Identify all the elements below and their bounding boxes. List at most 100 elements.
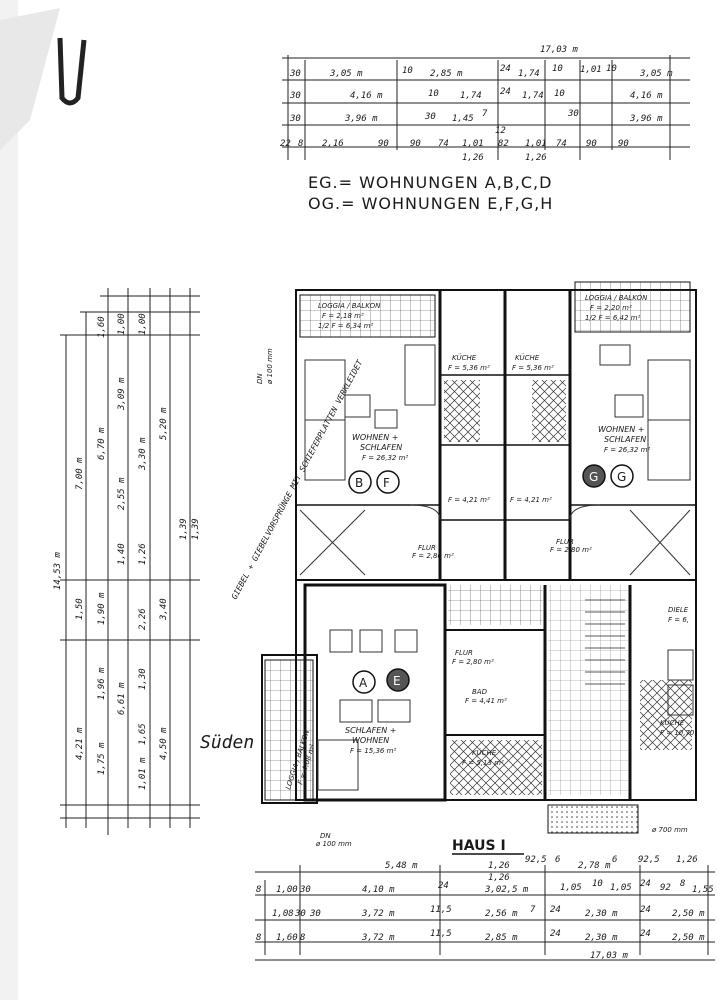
room-flur-1-area: F = 2,80 m² — [412, 552, 454, 560]
svg-text:1,26: 1,26 — [676, 855, 698, 865]
svg-text:30: 30 — [567, 109, 579, 119]
room-kueche-4: KÜCHE — [660, 718, 685, 727]
svg-text:1,01: 1,01 — [525, 139, 547, 149]
room-loggia-left-area2: 1/2 F = 6,34 m² — [318, 322, 373, 330]
svg-text:2,26: 2,26 — [138, 608, 148, 630]
page-curl — [0, 8, 60, 150]
room-wohnen-right-area: F = 26,32 m² — [604, 446, 650, 454]
svg-text:1,65: 1,65 — [138, 723, 148, 745]
svg-text:6: 6 — [555, 855, 560, 865]
paper-clip-icon — [57, 37, 87, 106]
svg-text:1,08: 1,08 — [272, 909, 294, 919]
dim-top-row4: 22 8 2,16 90 90 74 1,01 82 1,01 74 90 90… — [280, 139, 629, 163]
svg-text:1,30: 1,30 — [138, 668, 148, 690]
svg-text:10: 10 — [554, 89, 565, 99]
svg-text:74: 74 — [438, 139, 449, 149]
svg-text:8: 8 — [256, 885, 261, 895]
svg-text:30: 30 — [289, 91, 301, 101]
svg-text:4,21 m: 4,21 m — [75, 727, 85, 760]
svg-text:1,26: 1,26 — [488, 861, 510, 871]
room-loggia-right-area1: F = 2,20 m² — [590, 304, 632, 312]
dim-left-overall: 14,53 m — [53, 551, 63, 590]
dim-top-row1: 30 3,05 m 10 2,85 m 24 1,74 10 1,01 10 3… — [289, 64, 673, 79]
svg-text:1,40: 1,40 — [117, 543, 127, 565]
svg-text:7: 7 — [530, 905, 536, 915]
dn-bottom-right-value: ø 700 mm — [651, 826, 688, 834]
svg-text:2,55 m: 2,55 m — [117, 477, 127, 510]
svg-text:30: 30 — [289, 69, 301, 79]
svg-text:2,56 m: 2,56 m — [485, 909, 518, 919]
svg-text:1,01: 1,01 — [462, 139, 484, 149]
dim-top-row3: 30 3,96 m 30 1,45 7 12 30 3,96 m — [289, 109, 663, 136]
marker-g-dark: G — [589, 470, 598, 484]
room-kueche-2-area: F = 5,36 m² — [512, 364, 554, 372]
svg-text:30: 30 — [309, 909, 321, 919]
room-wohnen-left-2: SCHLAFEN — [360, 443, 402, 452]
marker-g: G — [617, 470, 626, 484]
svg-text:3,30 m: 3,30 m — [138, 437, 148, 471]
room-bad-3-area: F = 4,41 m² — [465, 697, 507, 705]
dim-left-col-a: 7,00 m 1,50 4,21 m — [75, 457, 85, 760]
svg-text:6,70 m: 6,70 m — [97, 427, 107, 460]
svg-text:1,74: 1,74 — [460, 91, 482, 101]
room-wohnen-right: WOHNEN + — [598, 425, 645, 434]
svg-text:10: 10 — [592, 879, 603, 889]
svg-text:1,26: 1,26 — [525, 153, 547, 163]
legend-og: OG.= WOHNUNGEN E,F,G,H — [308, 194, 553, 213]
kitchen-tiles-1 — [444, 380, 480, 442]
svg-text:90: 90 — [618, 139, 629, 149]
svg-text:3,96 m: 3,96 m — [344, 114, 378, 124]
room-schlafen-lower-area: F = 15,36 m² — [350, 747, 396, 755]
svg-text:30: 30 — [299, 885, 311, 895]
dim-bottom-row0: 5,48 m 1,26 92,5 6 2,78 m 6 92,5 1,26 1,… — [385, 855, 698, 883]
svg-text:3,09 m: 3,09 m — [117, 377, 127, 411]
svg-text:5,48 m: 5,48 m — [385, 861, 418, 871]
kitchen-tiles-2 — [532, 380, 566, 442]
svg-text:1,26: 1,26 — [462, 153, 484, 163]
balcony-lower — [264, 659, 314, 801]
svg-text:2,30 m: 2,30 m — [585, 909, 618, 919]
marker-a: A — [359, 676, 368, 690]
svg-text:2,85 m: 2,85 m — [485, 933, 518, 943]
marker-e: E — [393, 674, 401, 688]
room-loggia-left-area1: F = 2,18 m² — [322, 312, 364, 320]
room-schlafen-lower-2: WOHNEN — [352, 736, 389, 745]
scan-edge-shadow — [0, 0, 18, 1000]
dim-bottom-overall: 17,03 m — [590, 951, 629, 961]
svg-text:3,05 m: 3,05 m — [639, 69, 673, 79]
svg-text:90: 90 — [410, 139, 421, 149]
room-kueche-3-area: F = 5,13 m² — [462, 759, 504, 767]
room-kueche-1: KÜCHE — [452, 353, 477, 362]
svg-text:74: 74 — [556, 139, 567, 149]
dim-left-col-f: 1,39 1,39 — [179, 518, 201, 540]
loggia-left — [299, 294, 436, 338]
room-bad-1-area: F = 4,21 m² — [448, 496, 490, 504]
dim-left-col-c: 1,00 3,09 m 2,55 m 1,40 6,61 m 1,65 1,01… — [117, 313, 148, 790]
svg-text:30: 30 — [289, 114, 301, 124]
svg-text:1,75 m: 1,75 m — [97, 742, 107, 775]
dn-bottom-left-value: ø 100 mm — [315, 840, 352, 848]
room-kueche-4-area: F = 10,70 — [660, 729, 695, 737]
svg-text:92: 92 — [660, 883, 671, 893]
room-flur-3: FLUR — [455, 649, 473, 657]
svg-text:8: 8 — [300, 933, 305, 943]
svg-text:8: 8 — [298, 139, 303, 149]
room-bad-2-area: F = 4,21 m² — [510, 496, 552, 504]
svg-text:1,60: 1,60 — [97, 316, 107, 338]
svg-text:24: 24 — [550, 929, 561, 939]
room-diele: DIELE — [668, 606, 689, 614]
svg-text:30: 30 — [294, 909, 306, 919]
svg-text:90: 90 — [586, 139, 597, 149]
svg-text:3,02,5 m: 3,02,5 m — [484, 885, 529, 895]
svg-text:10: 10 — [606, 64, 617, 74]
bottom-dimension-lines — [255, 865, 715, 961]
svg-text:7,00 m: 7,00 m — [75, 457, 85, 490]
svg-text:1,26: 1,26 — [488, 873, 510, 883]
svg-text:24: 24 — [550, 905, 561, 915]
svg-text:2,30 m: 2,30 m — [585, 933, 618, 943]
svg-text:1,96 m: 1,96 m — [97, 667, 107, 700]
svg-text:22: 22 — [280, 139, 291, 149]
dim-bottom-row2: 1,08 30 30 3,72 m 11,5 2,56 m 7 24 2,30 … — [272, 905, 705, 919]
